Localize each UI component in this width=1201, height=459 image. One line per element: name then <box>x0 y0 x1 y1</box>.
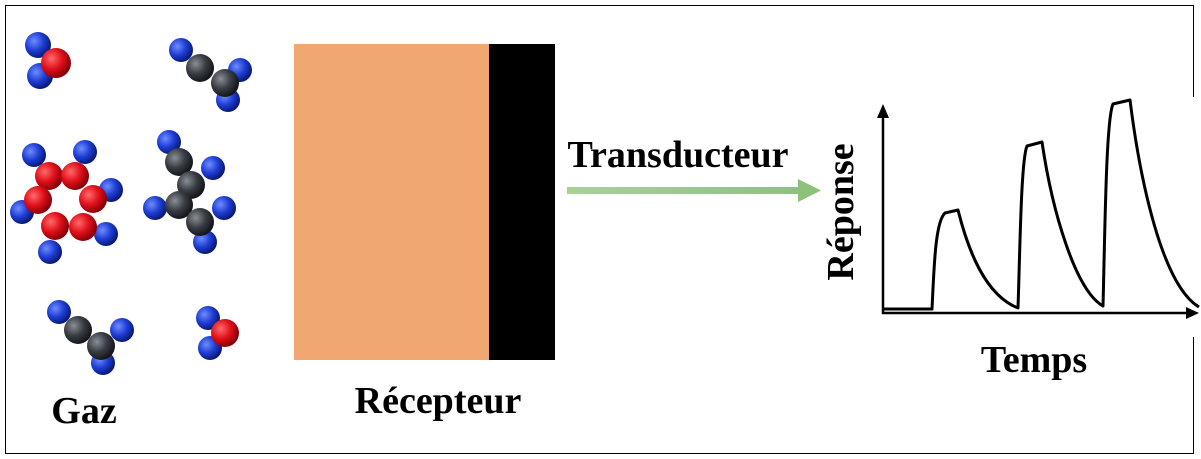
transducer-layer <box>489 44 555 360</box>
receptor-layer <box>294 44 489 360</box>
time-axis-label: Temps <box>981 339 1087 381</box>
receptor-label: Récepteur <box>355 380 522 422</box>
x-axis-arrow-icon <box>1186 307 1199 319</box>
molecule-icon <box>196 306 239 360</box>
transducer-label: Transducteur <box>568 134 789 176</box>
molecule-icon <box>169 38 252 112</box>
arrow-icon <box>567 179 821 202</box>
molecule-icon <box>25 32 71 89</box>
y-axis-arrow-icon <box>877 104 889 118</box>
response-axis-label: Réponse <box>820 143 862 280</box>
molecule-icon <box>10 140 123 264</box>
molecule-icon <box>143 130 236 254</box>
response-graph <box>876 97 1200 337</box>
gas-label: Gaz <box>51 390 117 432</box>
gas-molecules <box>10 32 252 375</box>
molecule-icon <box>47 300 134 375</box>
response-curve <box>884 98 1200 311</box>
